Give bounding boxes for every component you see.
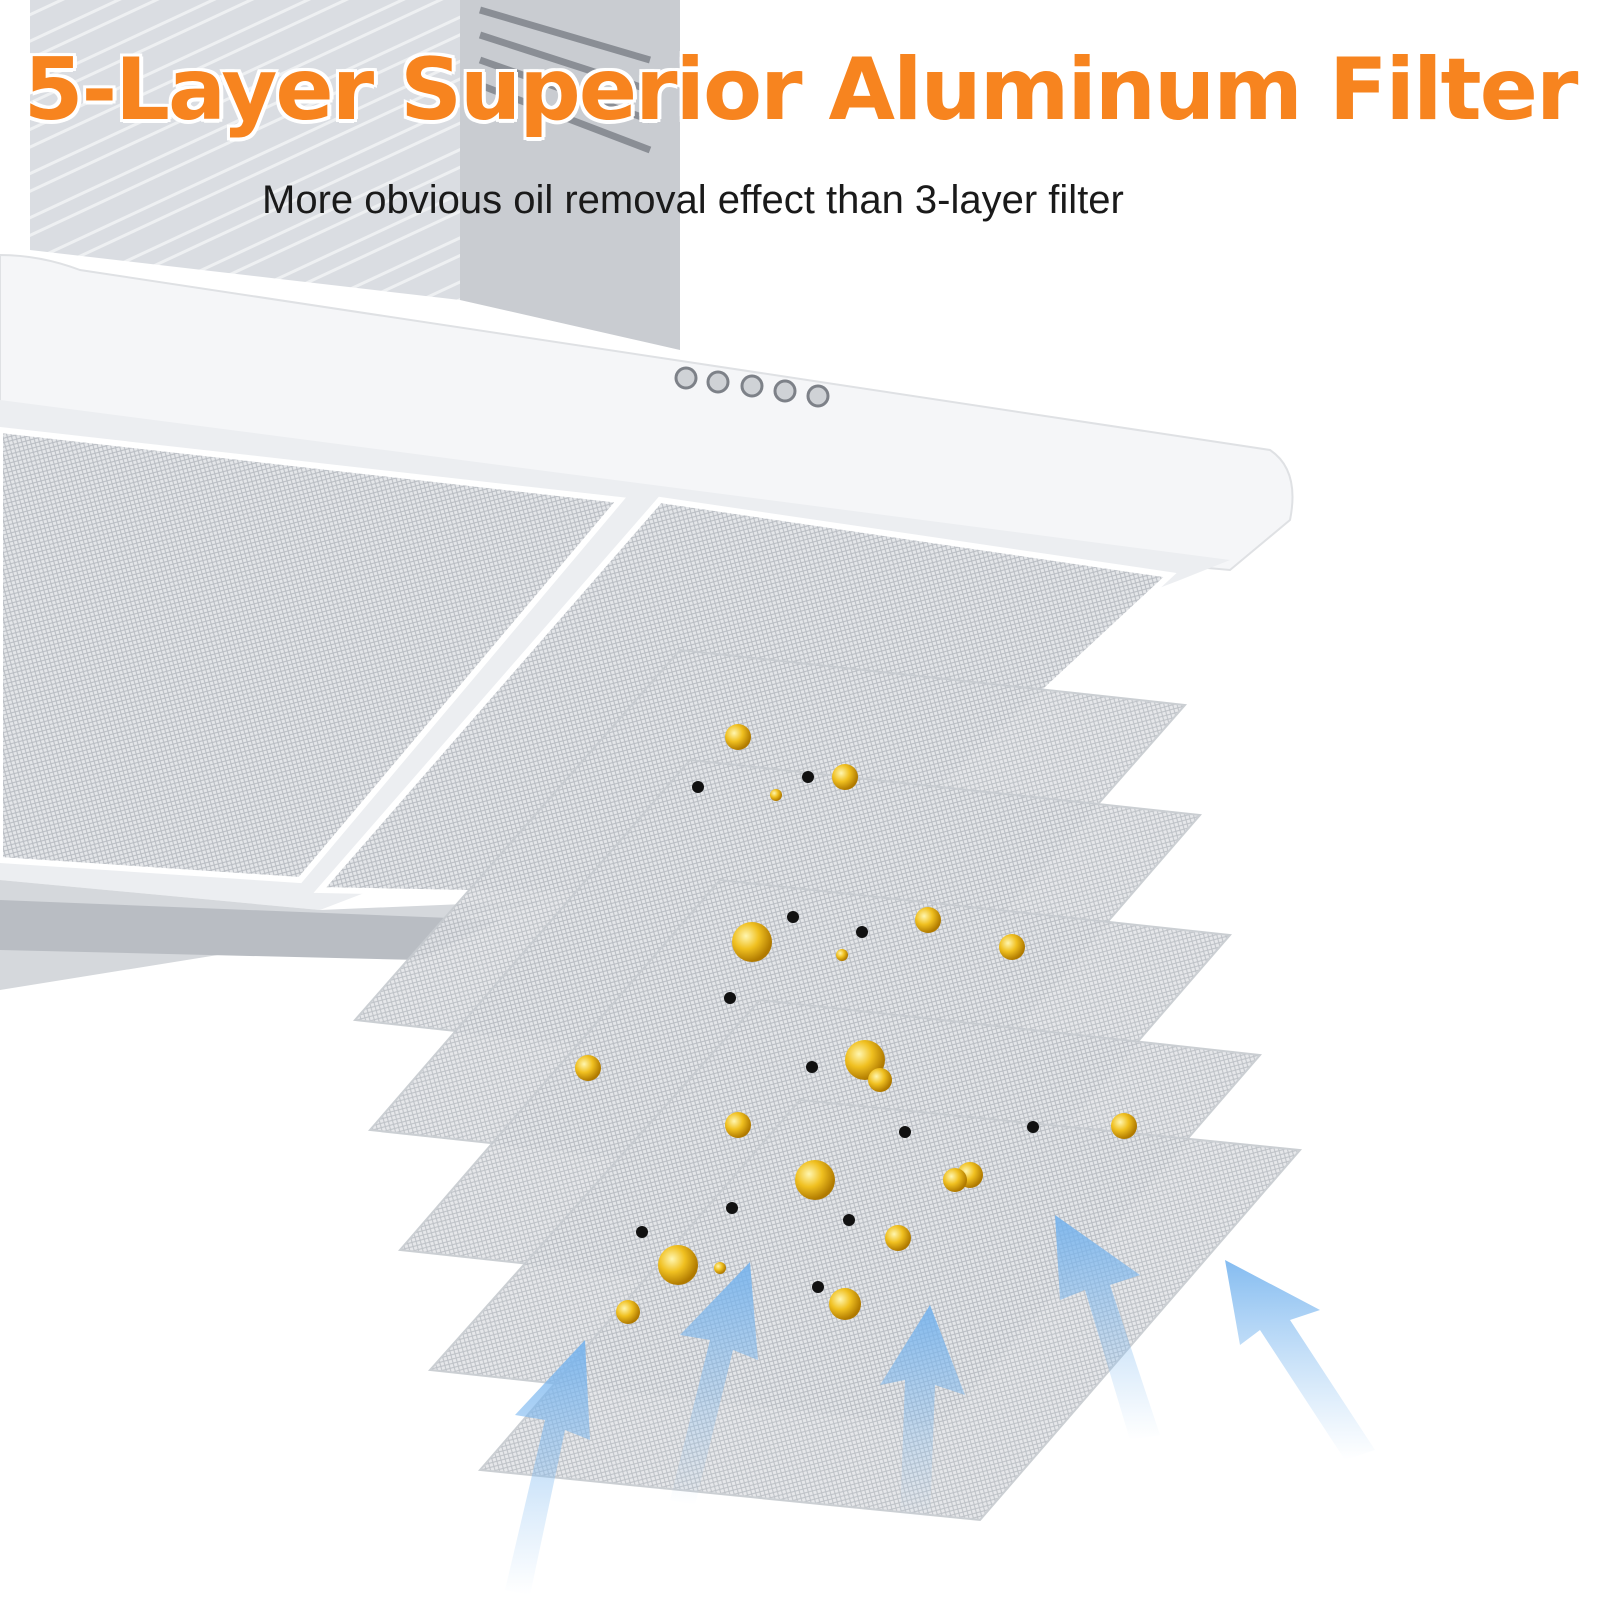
airflow-arrow-icon (880, 1305, 965, 1520)
headline: 5-Layer Superior Aluminum Filter (23, 40, 1579, 140)
chimney (30, 0, 680, 350)
subheadline: More obvious oil removal effect than 3-l… (262, 178, 1124, 222)
airflow-arrow-icon (1225, 1260, 1375, 1460)
airflow-arrows (505, 1215, 1375, 1595)
filter-layer-5 (477, 1098, 1303, 1522)
dirt-particles (636, 771, 1039, 1293)
airflow-arrow-icon (670, 1262, 758, 1505)
hood-body (0, 253, 1294, 990)
airflow-arrow-icon (1055, 1215, 1160, 1440)
airflow-arrow-icon (505, 1340, 590, 1595)
control-knobs (674, 366, 830, 408)
oil-droplets (575, 724, 1137, 1324)
